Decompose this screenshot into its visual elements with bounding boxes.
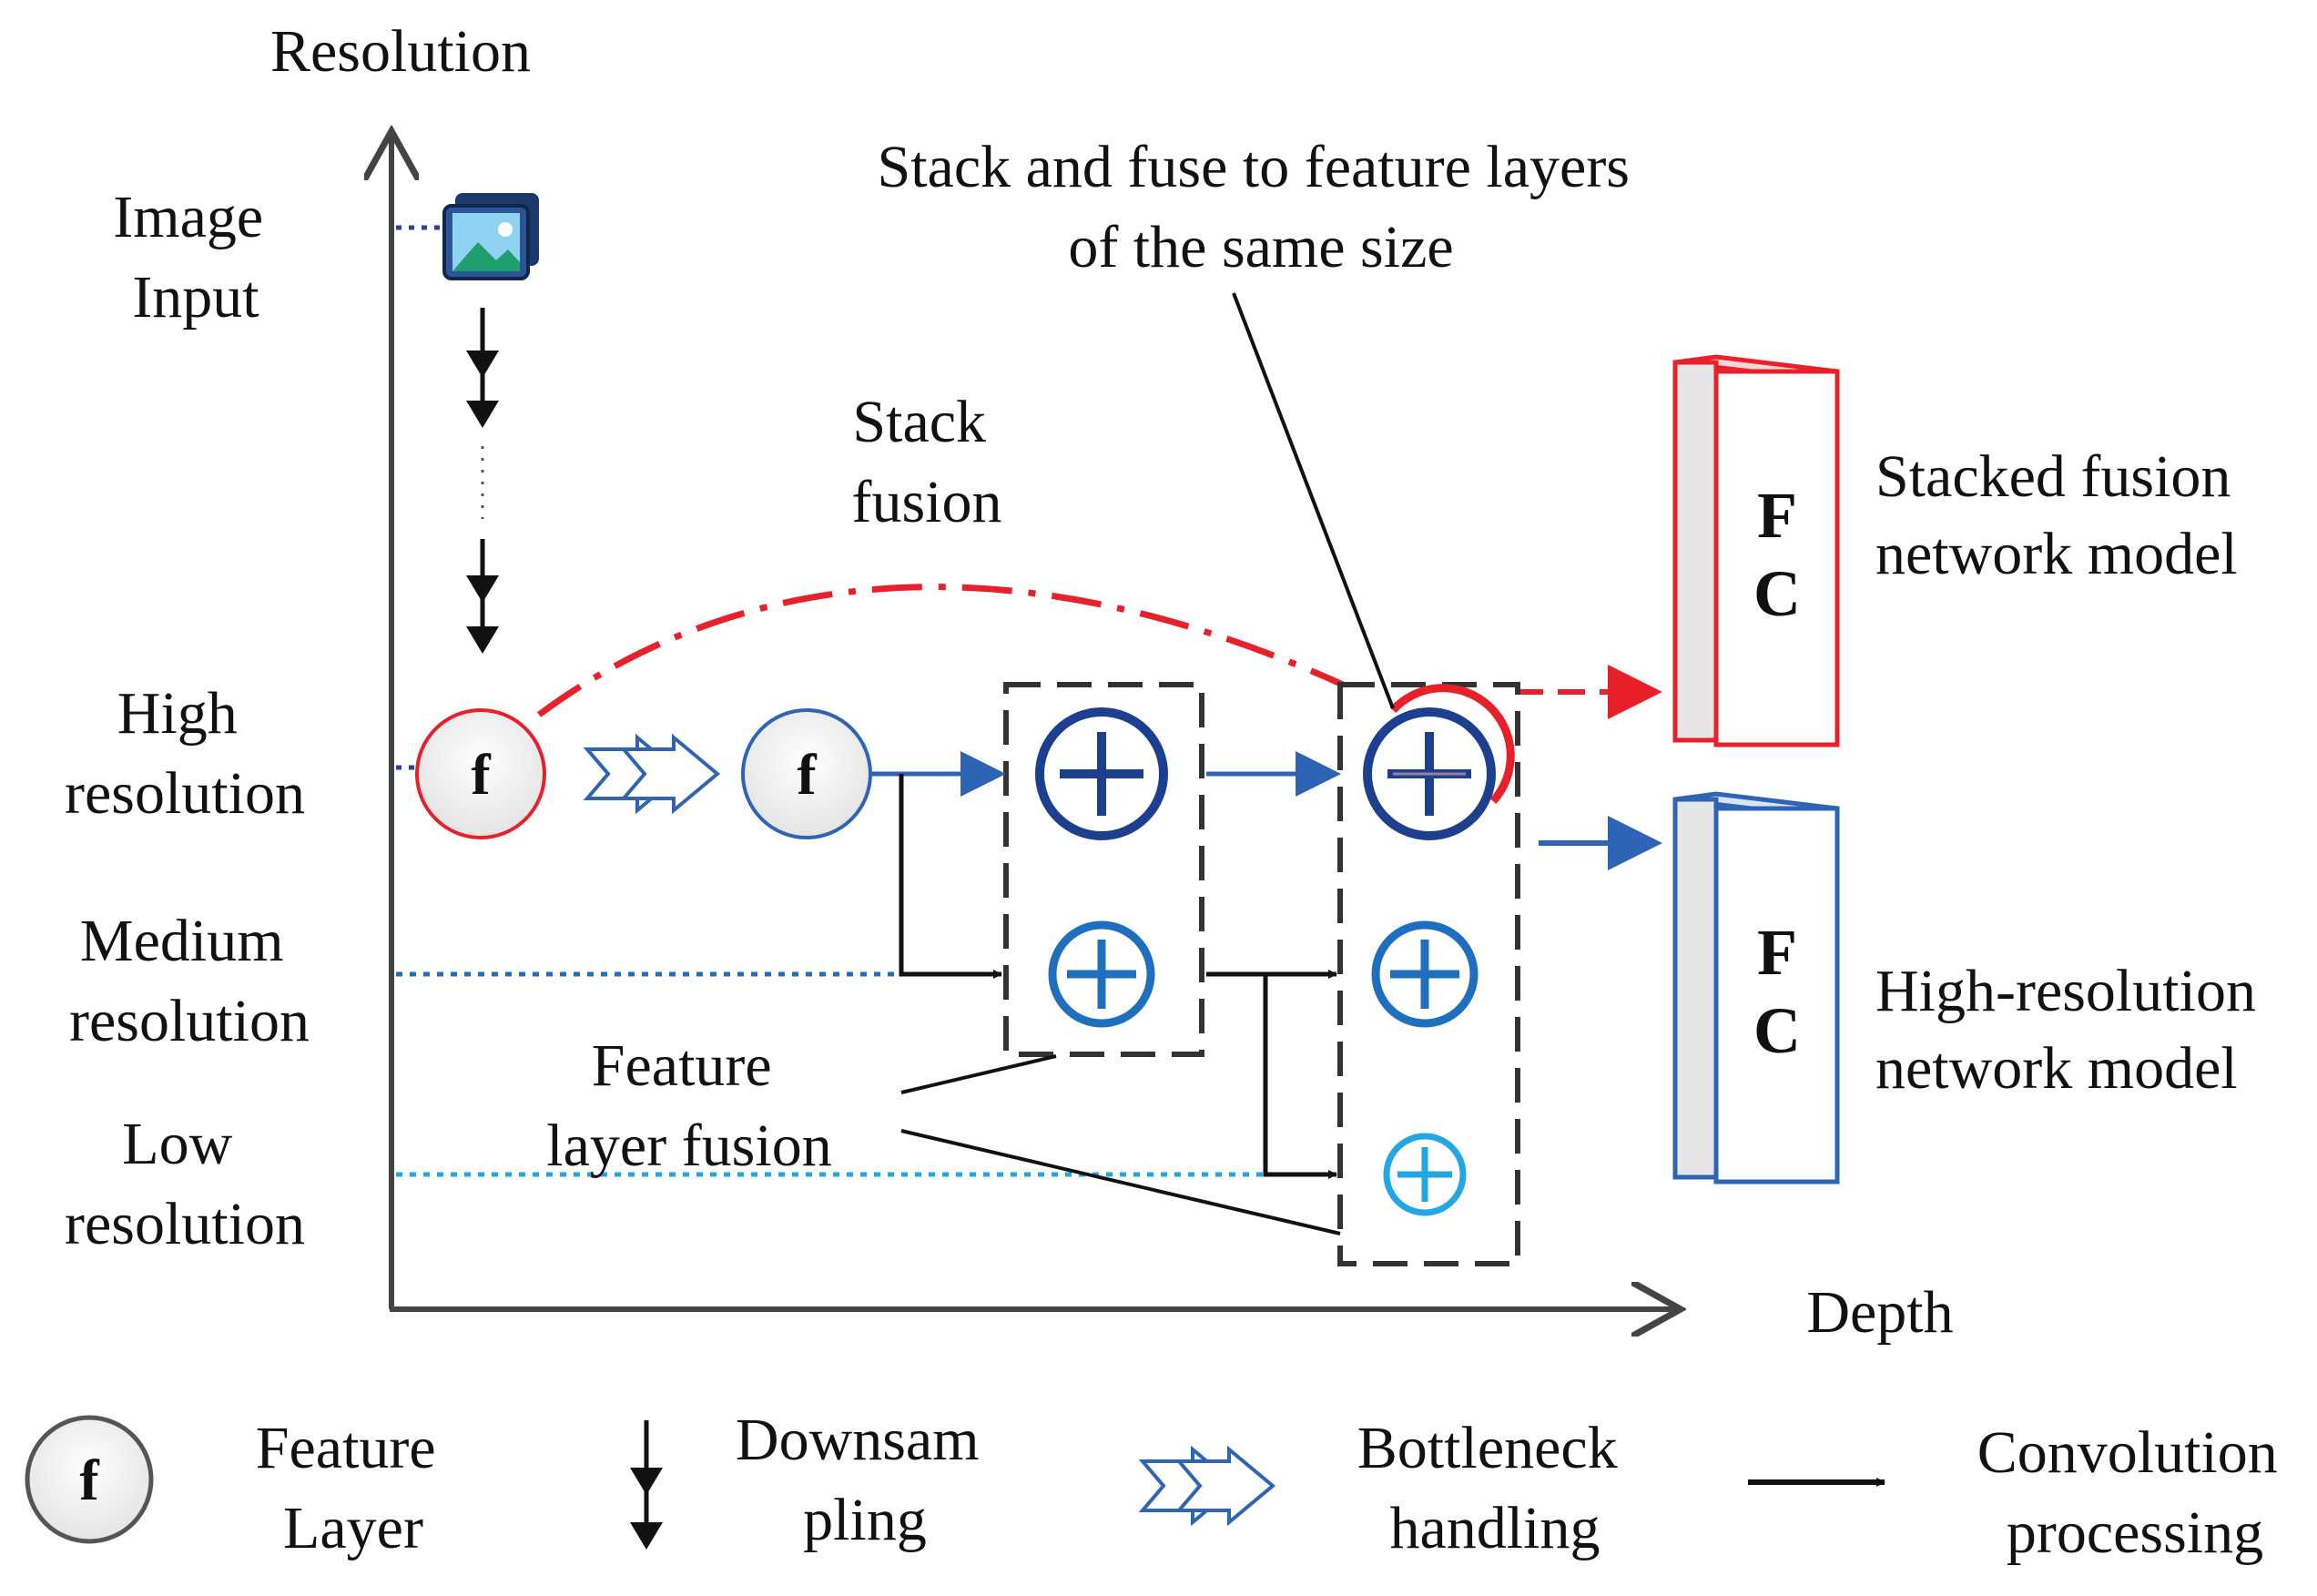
row-labels: Image Input High resolution Medium resol… <box>65 184 310 1257</box>
svg-text:F: F <box>1757 916 1797 989</box>
stack-and-fuse-callout: Stack and fuse to feature layers of the … <box>878 134 1645 709</box>
feature-layer-fusion-callout: Feature layer fusion <box>546 1032 1341 1235</box>
guide-lines <box>396 225 1325 1177</box>
x-axis-label: Depth <box>1806 1279 1953 1346</box>
fusion-box-1 <box>1003 682 1204 1057</box>
high-res-model-label: High-resolution network model <box>1875 958 2271 1102</box>
legend-feature-layer: Feature Layer <box>256 1415 451 1561</box>
stack-fusion-path: Stack fusion <box>536 389 1662 719</box>
plus-circle-icon <box>1363 684 1515 840</box>
image-input-label: Image Input <box>113 184 278 330</box>
legend-downsampling: Downsam pling <box>736 1407 994 1553</box>
plus-circle-icon <box>1371 920 1479 1028</box>
high-resolution-label: High resolution <box>65 680 305 827</box>
feature-layer-fusion-label: Feature layer fusion <box>546 1032 831 1179</box>
plus-circle-icon <box>1383 1133 1467 1216</box>
stack-and-fuse-label: Stack and fuse to feature layers of the … <box>878 134 1645 280</box>
svg-text:f: f <box>79 1448 99 1512</box>
legend: f Feature Layer Downsam pling Bottleneck… <box>25 1407 2293 1566</box>
feature-layer-red: f <box>415 708 546 839</box>
fully-connected-block-icon: F C <box>1672 354 1840 747</box>
svg-text:C: C <box>1753 994 1801 1067</box>
plus-circle-icon <box>1035 707 1168 840</box>
stacked-model-label: Stacked fusion network model <box>1875 443 2246 587</box>
feature-layer-blue: f <box>741 708 872 839</box>
legend-convolution: Convolution processing <box>1977 1419 2293 1566</box>
axes: Resolution Depth <box>270 18 1954 1346</box>
fusion-box-2 <box>1337 682 1520 1266</box>
connections <box>870 751 1662 1179</box>
double-arrow-icon <box>1138 1445 1276 1527</box>
svg-text:C: C <box>1753 557 1801 630</box>
svg-text:f: f <box>797 742 817 807</box>
medium-resolution-label: Medium resolution <box>69 908 310 1054</box>
stack-fusion-label: Stack fusion <box>852 389 1002 535</box>
fully-connected-block-icon: F C <box>1672 791 1840 1184</box>
plus-circle-icon <box>1048 920 1155 1028</box>
downsampling-icon <box>630 1420 663 1550</box>
downsampling-chain <box>466 308 499 654</box>
feature-layer-icon: f <box>25 1415 154 1544</box>
low-resolution-label: Low resolution <box>65 1111 305 1257</box>
image-icon <box>442 193 539 280</box>
bottleneck-arrow <box>583 733 721 815</box>
svg-text:f: f <box>471 742 491 807</box>
svg-text:F: F <box>1757 479 1797 552</box>
y-axis-label: Resolution <box>270 18 531 85</box>
legend-bottleneck: Bottleneck handling <box>1357 1415 1632 1561</box>
